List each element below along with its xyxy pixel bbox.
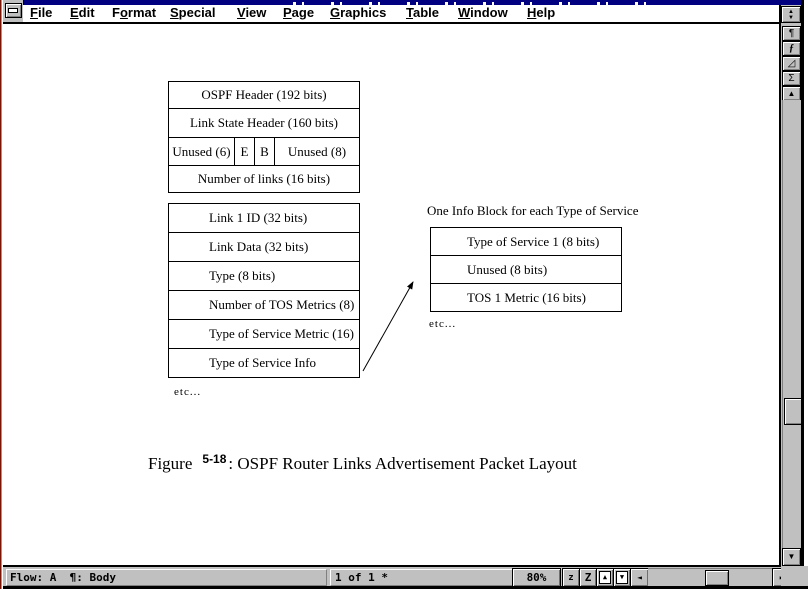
packet-row: Type (8 bits) — [169, 262, 359, 291]
vscroll-down-button[interactable]: ▼ — [782, 548, 801, 566]
down-arrow-icon: ▼ — [788, 14, 794, 21]
menu-edit[interactable]: Edit — [70, 5, 95, 20]
etc-label-right: etc... — [429, 318, 457, 330]
up-arrow-icon: ▲ — [788, 8, 794, 15]
hscroll-left-button[interactable]: ◄ — [630, 568, 649, 587]
tos-block-label: One Info Block for each Type of Service — [427, 203, 639, 218]
page-status-panel: 1 of 1 * — [330, 569, 514, 586]
screen-edge-artifact — [0, 0, 3, 589]
caption-text: : OSPF Router Links Advertisement Packet… — [228, 454, 577, 473]
link-record-block: Link 1 ID (32 bits) Link Data (32 bits) … — [168, 203, 360, 378]
packet-row: Number of links (16 bits) — [197, 171, 331, 186]
packet-row-split: Unused (6) E B Unused (8) — [169, 138, 359, 166]
paragraph-catalog-button[interactable]: ¶ — [782, 26, 801, 41]
packet-row: Unused (8 bits) — [431, 256, 621, 284]
system-menu-dash-icon — [8, 8, 18, 13]
menu-format[interactable]: Format — [112, 5, 157, 20]
tos-info-block: Type of Service 1 (8 bits) Unused (8 bit… — [430, 227, 622, 312]
vscroll-up-button[interactable]: ▲ — [782, 86, 801, 101]
packet-row: Link State Header (160 bits) — [169, 109, 359, 138]
zoom-out-button[interactable]: z — [562, 568, 580, 587]
vertical-scrollbar-track[interactable] — [782, 100, 803, 548]
packet-header-block: OSPF Header (192 bits) Link State Header… — [168, 81, 360, 193]
window-bottom-border — [3, 586, 808, 589]
right-toolbar: ▲ ▼ ¶ ƒ ◿ Σ ▲ ▼ — [781, 5, 803, 566]
menu-view[interactable]: View — [237, 5, 267, 20]
menu-page[interactable]: Page — [283, 5, 315, 20]
packet-row: Type of Service Metric (16) — [169, 320, 359, 349]
packet-row: OSPF Header (192 bits) — [169, 82, 359, 109]
figure-caption: Figure 5-18: OSPF Router Links Advertisem… — [148, 452, 577, 474]
italic-f-icon: ƒ — [789, 42, 794, 54]
pilcrow-icon: ¶ — [788, 27, 795, 39]
etc-label-left: etc... — [174, 386, 202, 398]
scroll-up-icon: ▲ — [787, 88, 796, 98]
window-right-border — [801, 0, 804, 566]
zoom-in-button[interactable]: Z — [579, 568, 597, 587]
caption-number: 5-18 — [202, 452, 227, 466]
menu-bar: File Edit Format Special View Page Graph… — [23, 5, 779, 22]
packet-cell: Unused (8) — [287, 143, 347, 159]
packet-row: TOS 1 Metric (16 bits) — [467, 289, 586, 305]
menu-graphics[interactable]: Graphics — [330, 5, 387, 20]
sigma-icon: Σ — [788, 72, 795, 84]
equations-button[interactable]: Σ — [782, 71, 801, 86]
scroll-left-icon: ◄ — [637, 572, 642, 582]
packet-row: Link Data (32 bits) — [169, 233, 359, 262]
system-menu-button[interactable] — [5, 3, 22, 18]
menu-table[interactable]: Table — [406, 5, 439, 20]
packet-cell: B — [255, 138, 275, 165]
menu-special[interactable]: Special — [170, 5, 216, 20]
page-up-icon: ▲ — [599, 571, 611, 584]
restore-window-button[interactable]: ▲ ▼ — [781, 6, 801, 23]
menubar-divider — [3, 22, 804, 24]
packet-row: Link 1 ID (32 bits) — [169, 204, 359, 233]
menu-file[interactable]: File — [30, 5, 53, 20]
packet-row: Type of Service 1 (8 bits) — [431, 228, 621, 256]
statusbar-divider — [3, 565, 781, 567]
menu-window[interactable]: Window — [458, 5, 508, 20]
tools-palette-button[interactable]: ◿ — [782, 56, 801, 71]
document-right-border — [779, 5, 781, 566]
titlebar-text-fragments — [280, 2, 650, 5]
triangle-icon: ◿ — [787, 57, 796, 69]
horizontal-scrollbar-thumb[interactable] — [705, 570, 729, 586]
scroll-down-icon: ▼ — [787, 552, 796, 561]
packet-row: Type of Service Info — [209, 355, 317, 370]
flow-status-panel: Flow: A ¶: Body — [6, 569, 327, 586]
page-down-icon: ▼ — [616, 571, 628, 584]
next-page-button[interactable]: ▼ — [613, 568, 631, 587]
caption-word: Figure — [148, 454, 193, 473]
character-catalog-button[interactable]: ƒ — [782, 41, 801, 56]
titlebar-sliver — [23, 0, 804, 5]
system-menu-box — [3, 0, 24, 22]
horizontal-scrollbar-track[interactable] — [648, 568, 772, 586]
packet-row: Number of TOS Metrics (8) — [169, 291, 359, 320]
zoom-level-button[interactable]: 80% — [512, 568, 561, 587]
window-right-margin — [804, 0, 808, 566]
packet-cell: Unused (6) — [169, 138, 235, 165]
document-canvas[interactable]: OSPF Header (192 bits) Link State Header… — [3, 24, 779, 565]
scrollbar-corner — [781, 566, 808, 589]
packet-cell: E — [235, 138, 255, 165]
menu-help[interactable]: Help — [527, 5, 556, 20]
previous-page-button[interactable]: ▲ — [596, 568, 614, 587]
arrow-connector — [362, 281, 414, 372]
